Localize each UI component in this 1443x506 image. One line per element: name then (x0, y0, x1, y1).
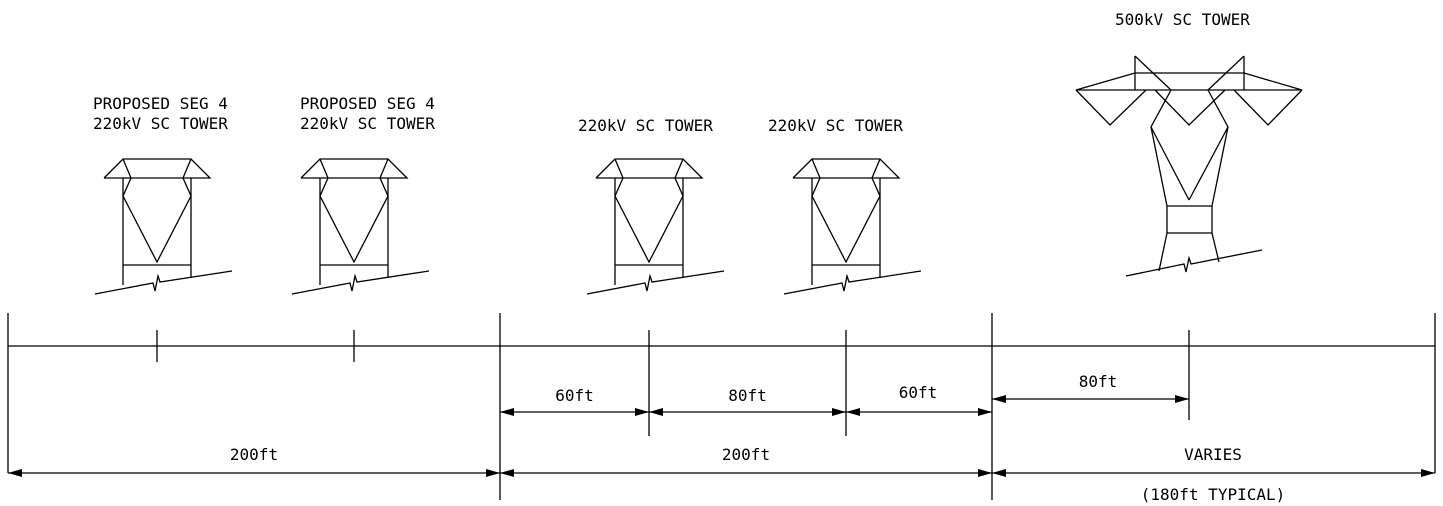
tower-2-label-line-2: 220kV SC TOWER (300, 114, 435, 133)
tower-4-symbol (783, 158, 922, 295)
dimension-60ft-right-label: 60ft (899, 383, 938, 402)
dimension-200ft-middle (500, 469, 992, 477)
dimension-60ft-right (846, 408, 992, 416)
dimension-80ft-middle-label: 80ft (728, 386, 767, 405)
dimension-200ft-middle-label: 200ft (722, 445, 770, 464)
dimension-80ft-middle (649, 408, 846, 416)
tower-2-symbol (291, 158, 430, 295)
dimension-80ft-500kv (992, 395, 1189, 403)
tower-1-label-line-2: 220kV SC TOWER (93, 114, 228, 133)
tower-3-label: 220kV SC TOWER (578, 116, 713, 135)
dimension-80ft-500kv-label: 80ft (1079, 372, 1118, 391)
dimension-60ft-left-label: 60ft (555, 386, 594, 405)
tower-3-symbol (586, 158, 725, 295)
row-baseline (7, 313, 1436, 500)
tower-1-symbol (94, 158, 233, 295)
dimension-varies-label: VARIES (1184, 445, 1242, 464)
dimension-60ft-left (500, 408, 649, 416)
dimension-varies-note: (180ft TYPICAL) (1141, 485, 1286, 504)
dimension-varies (992, 469, 1435, 477)
tower-1-label-line-1: PROPOSED SEG 4 (93, 94, 228, 113)
tower-4-label: 220kV SC TOWER (768, 116, 903, 135)
dimension-200ft-left (8, 469, 500, 477)
tower-5-symbol (1075, 55, 1303, 277)
dimension-200ft-left-label: 200ft (230, 445, 278, 464)
tower-2-label-line-1: PROPOSED SEG 4 (300, 94, 435, 113)
tower-5-label: 500kV SC TOWER (1115, 10, 1250, 29)
